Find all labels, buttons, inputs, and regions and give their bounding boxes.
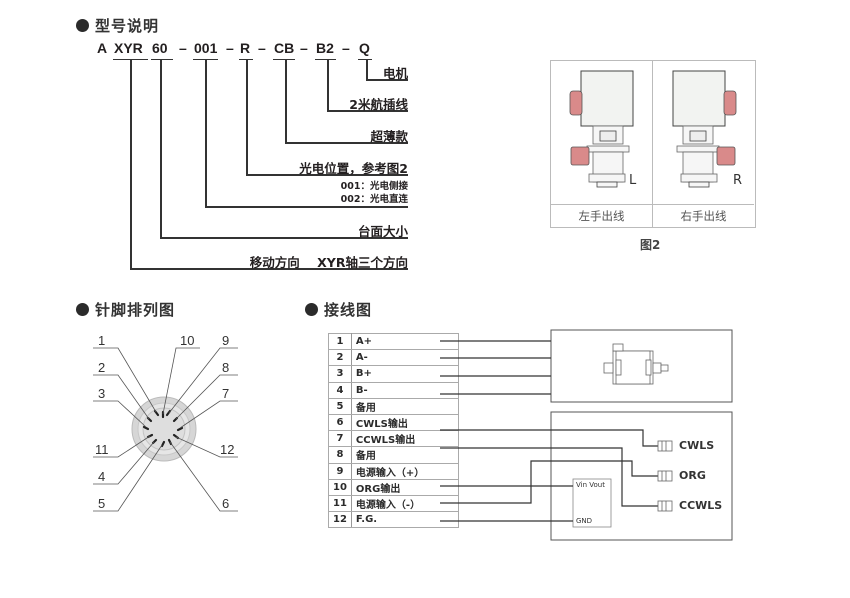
pin-label: 7 (222, 386, 230, 401)
desc-motor: 电机 (382, 66, 408, 81)
leader-001 (205, 59, 207, 206)
code-dash: – (179, 40, 187, 56)
code-seg-001: 001 (194, 40, 218, 56)
left-tag: L (629, 173, 637, 188)
regulator-gnd: GND (576, 517, 593, 525)
pin-label: 9 (222, 333, 230, 348)
code-dash: – (226, 40, 234, 56)
code-seg-xyr: XYR (114, 40, 143, 56)
code-dash: – (342, 40, 350, 56)
right-tag: R (733, 173, 743, 188)
figure-2: L 左手出线 R 右手出线 (550, 60, 756, 228)
figure-2-label: 图2 (640, 238, 661, 252)
code-seg-60: 60 (152, 40, 168, 56)
leader-cb (285, 142, 408, 144)
sensor-org-label: ORG (679, 469, 706, 482)
leader-xyr (130, 59, 132, 268)
pin-label: 5 (98, 496, 106, 511)
underline (358, 59, 372, 60)
pin-label: 4 (98, 469, 106, 484)
model-section-title: 型号说明 (76, 15, 159, 36)
sensor-cwls-label: CWLS (679, 439, 715, 452)
leader-cb (285, 59, 287, 142)
desc-thin: 超薄款 (370, 129, 408, 144)
desc-sensor-side: 001：光电侧接 (340, 181, 408, 192)
underline (315, 59, 336, 60)
code-seg-b2: B2 (316, 40, 334, 56)
pin-label: 12 (220, 442, 235, 457)
leader-60 (160, 237, 408, 239)
code-seg-r: R (240, 40, 251, 56)
regulator-vin-vout: Vin Vout (576, 481, 605, 489)
wiring-section-title: 接线图 (305, 299, 372, 320)
desc-sensor-direct: 002：光电直连 (340, 194, 408, 205)
code-seg-q: Q (359, 40, 370, 56)
right-hand-panel: R 右手出线 (653, 61, 754, 227)
desc-table-size: 台面大小 (357, 224, 408, 239)
left-hand-panel: L 左手出线 (551, 61, 653, 227)
leader-q (366, 79, 408, 81)
wiring-section-title-text: 接线图 (324, 301, 373, 319)
right-caption: 右手出线 (653, 204, 754, 227)
pin-section-title: 针脚排列图 (76, 299, 175, 320)
code-seg-cb: CB (274, 40, 295, 56)
pin-number: 12 (328, 511, 352, 529)
leader-r (246, 59, 248, 174)
code-dash: – (258, 40, 266, 56)
desc-direction: 移动方向 XYR轴三个方向 (249, 255, 408, 270)
bullet-icon (305, 303, 318, 316)
right-stage-drawing (672, 70, 737, 188)
motor-icon (603, 343, 669, 385)
leader-r (246, 174, 408, 176)
signal-name: F.G. (350, 511, 459, 529)
pin-label: 2 (98, 360, 106, 375)
pin-label: 3 (98, 386, 106, 401)
pin-label: 11 (95, 442, 109, 457)
leader-xyr (130, 268, 408, 270)
left-caption: 左手出线 (551, 204, 652, 227)
bullet-icon (76, 303, 89, 316)
underline (151, 59, 173, 60)
desc-cable: 2米航插线 (349, 97, 408, 112)
model-section-title-text: 型号说明 (95, 17, 160, 35)
desc-sensor-pos: 光电位置，参考图2 (299, 161, 408, 176)
leader-b2 (327, 110, 408, 112)
sensor-ccwls-label: CCWLS (679, 499, 723, 512)
pin-label: 6 (222, 496, 230, 511)
leader-001 (205, 206, 408, 208)
pin-label: 8 (222, 360, 230, 375)
bullet-icon (76, 19, 89, 32)
code-seg-a: A (97, 40, 108, 56)
leader-b2 (327, 59, 329, 110)
pin-diagram (93, 347, 238, 512)
underline (273, 59, 295, 60)
code-dash: – (300, 40, 308, 56)
pin-section-title-text: 针脚排列图 (95, 301, 176, 319)
left-stage-drawing (569, 70, 634, 188)
pin-label: 1 (98, 333, 106, 348)
pin-label: 10 (180, 333, 195, 348)
leader-60 (160, 59, 162, 237)
leader-q (366, 59, 368, 79)
